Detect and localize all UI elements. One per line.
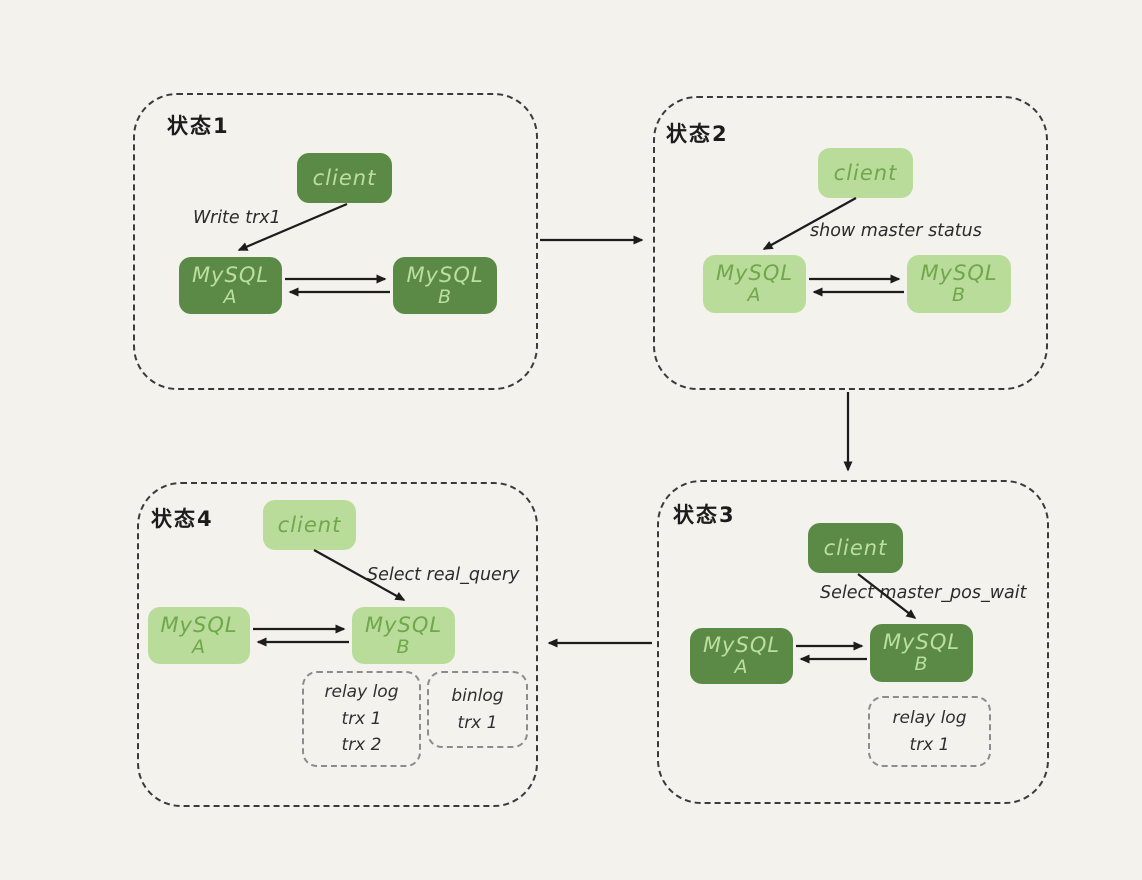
mysql-name: MySQL: [160, 612, 238, 637]
client-label: client: [823, 535, 888, 560]
state-3-title: 状态3: [673, 503, 736, 527]
mysql-id: B: [396, 635, 411, 658]
client-label: client: [833, 160, 898, 185]
state-1-container: [133, 93, 538, 390]
state-3-relay-log-box: relay log trx 1: [868, 696, 991, 767]
mysql-name: MySQL: [920, 261, 998, 285]
relay-log-title: relay log: [892, 708, 967, 729]
mysql-id: A: [747, 284, 762, 307]
mysql-id: B: [951, 284, 967, 307]
state-3-mysql-a-node: MySQL A: [690, 628, 793, 684]
mysql-id: A: [192, 635, 206, 658]
binlog-title: binlog: [451, 686, 504, 707]
state-3-client-node: client: [808, 523, 903, 573]
state-4-relay-log-box: relay log trx 1 trx 2: [302, 671, 421, 767]
state-3-mysql-b-node: MySQL B: [870, 624, 973, 682]
state-4-container: [137, 482, 538, 807]
mysql-name: MySQL: [364, 612, 443, 637]
state-2-mysql-b-node: MySQL B: [907, 255, 1011, 313]
state-4-mysql-a-node: MySQL A: [148, 607, 250, 664]
state-4-title: 状态4: [151, 507, 214, 531]
state-1-title: 状态1: [167, 114, 230, 138]
relay-log-title: relay log: [324, 682, 399, 703]
mysql-name: MySQL: [406, 262, 484, 287]
state-3-container: [657, 480, 1049, 804]
state-2-container: [653, 96, 1048, 390]
client-label: client: [277, 512, 342, 537]
state-1-mysql-b-node: MySQL B: [393, 257, 497, 314]
client-label: client: [312, 165, 377, 190]
state-1-mysql-a-node: MySQL A: [179, 257, 282, 314]
mysql-name: MySQL: [702, 633, 781, 657]
state-4-action-label: Select real_query: [367, 565, 520, 585]
mysql-id: B: [914, 653, 929, 676]
state-4-binlog-box: binlog trx 1: [427, 671, 528, 748]
mysql-name: MySQL: [882, 630, 961, 654]
relay-log-entry: trx 1: [909, 734, 950, 755]
relay-log-entry: trx 1: [341, 708, 382, 729]
state-1-client-node: client: [297, 153, 392, 203]
state-2-mysql-a-node: MySQL A: [703, 255, 806, 313]
state-2-title: 状态2: [666, 122, 729, 146]
binlog-entry: trx 1: [457, 712, 498, 733]
state-4-client-node: client: [263, 500, 356, 550]
state-1-action-label: Write trx1: [193, 208, 281, 228]
mysql-id: B: [437, 285, 453, 308]
state-2-client-node: client: [818, 148, 913, 198]
relay-log-entry: trx 2: [341, 735, 382, 756]
state-4-mysql-b-node: MySQL B: [352, 607, 455, 664]
mysql-id: A: [734, 656, 749, 679]
state-3-action-label: Select master_pos_wait: [820, 583, 1027, 603]
mysql-name: MySQL: [191, 262, 270, 287]
mysql-id: A: [223, 285, 238, 308]
state-2-action-label: show master status: [810, 221, 982, 241]
mysql-name: MySQL: [715, 261, 794, 285]
